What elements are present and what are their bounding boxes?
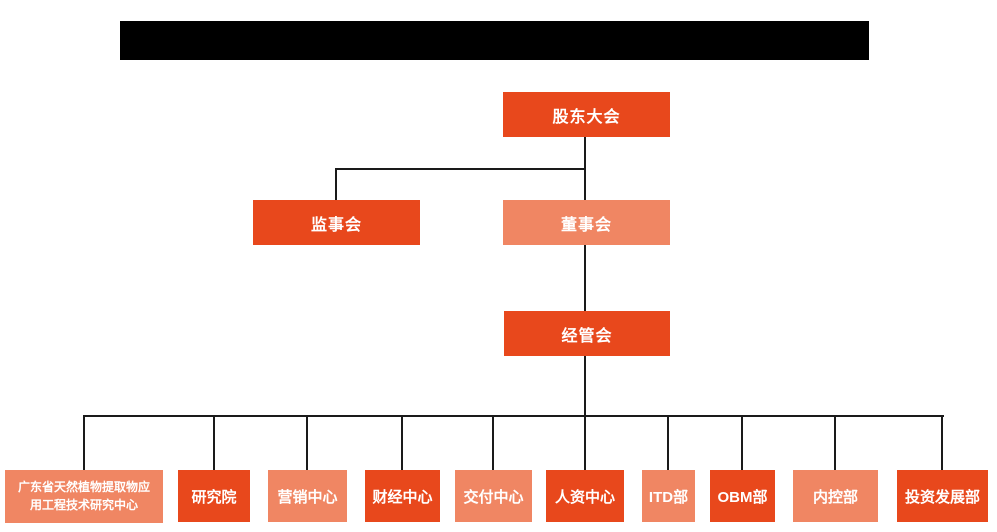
- org-node-finance-center: 财经中心: [365, 470, 440, 522]
- connector-drop-delivery: [492, 415, 494, 470]
- org-node-supervisory-board: 监事会: [253, 200, 420, 245]
- redacted-title-bar: [120, 21, 869, 60]
- org-node-board-of-directors: 董事会: [503, 200, 670, 245]
- connector-drop-finance: [401, 415, 403, 470]
- org-node-delivery-center: 交付中心: [455, 470, 532, 522]
- org-node-marketing-center: 营销中心: [268, 470, 347, 522]
- org-node-investment-development-dept: 投资发展部: [897, 470, 988, 522]
- connector-departments-horizontal: [83, 415, 944, 417]
- connector-level2-horizontal: [335, 168, 586, 170]
- connector-drop-investment: [941, 415, 943, 470]
- org-node-research-institute: 研究院: [178, 470, 250, 522]
- connector-drop-marketing: [306, 415, 308, 470]
- connector-supervisory-drop: [335, 168, 337, 200]
- connector-drop-internal-control: [834, 415, 836, 470]
- connector-drop-research-center: [83, 415, 85, 470]
- connector-drop-research-institute: [213, 415, 215, 470]
- org-node-internal-control-dept: 内控部: [793, 470, 878, 522]
- org-node-itd-dept: ITD部: [642, 470, 695, 522]
- org-node-hr-center: 人资中心: [546, 470, 624, 522]
- connector-drop-obm: [741, 415, 743, 470]
- org-node-management-committee: 经管会: [504, 311, 670, 356]
- org-node-shareholders-meeting: 股东大会: [503, 92, 670, 137]
- connector-board-to-management: [584, 245, 586, 311]
- connector-management-trunk: [584, 356, 586, 470]
- org-node-guangdong-research-center: 广东省天然植物提取物应用工程技术研究中心: [5, 470, 163, 523]
- connector-drop-itd: [667, 415, 669, 470]
- org-node-obm-dept: OBM部: [710, 470, 775, 522]
